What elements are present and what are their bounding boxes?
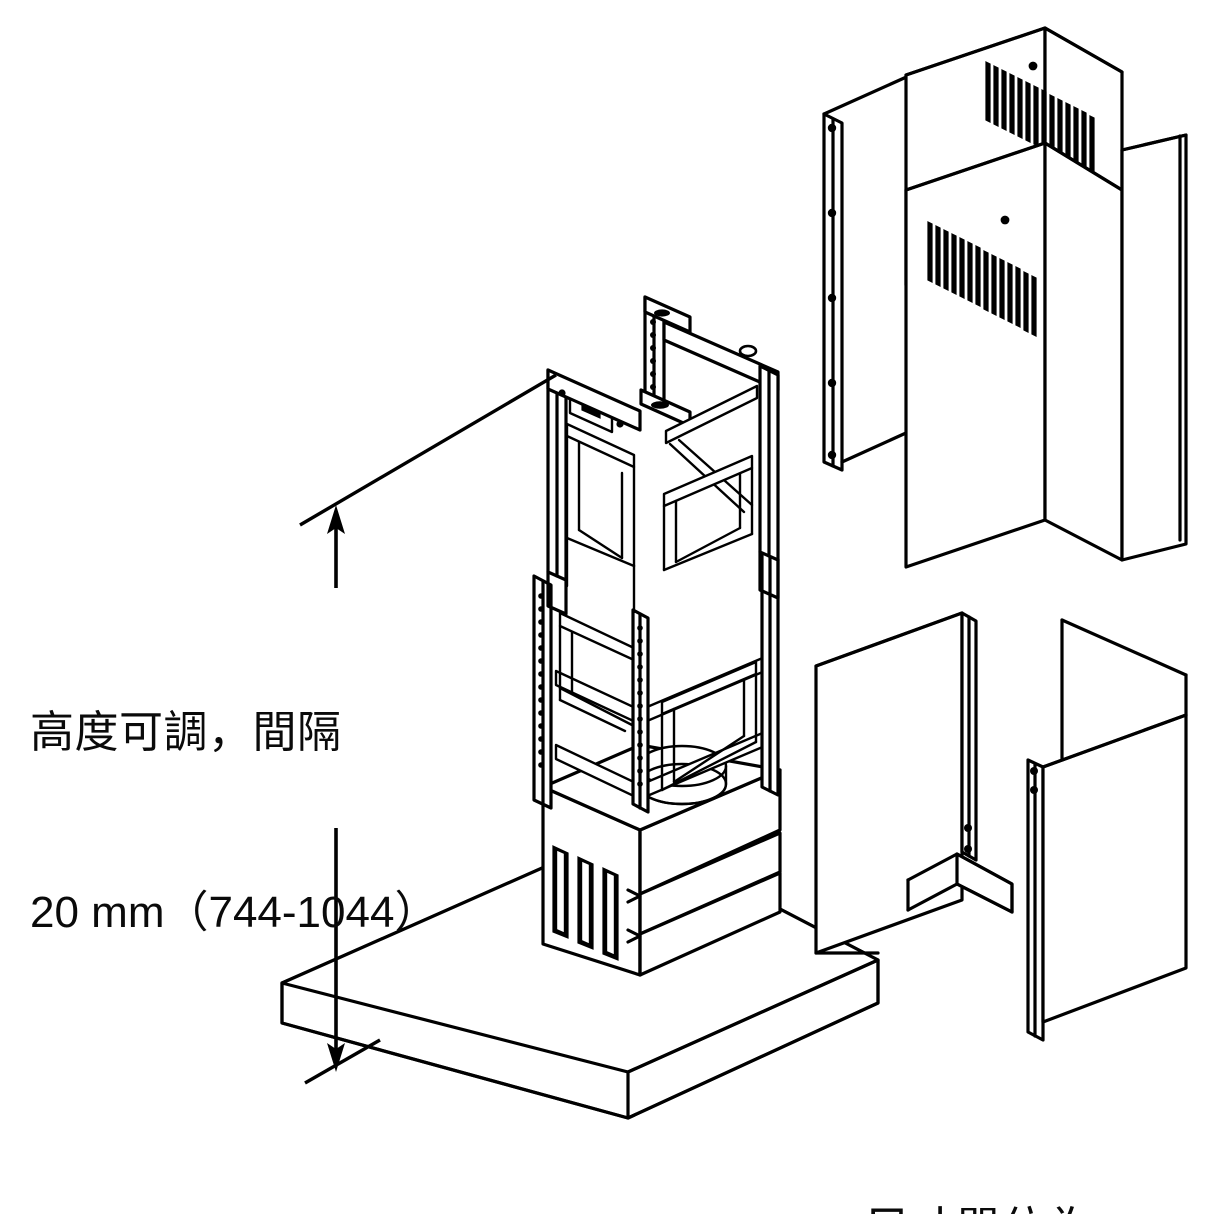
height-adjust-note-line2: 20 mm（744-1044） [30,883,438,943]
lower-chimney-cover [904,141,1124,569]
post-adjust-holes [650,319,656,390]
close-paren: ） [394,887,439,938]
upper-grille [985,61,1095,177]
frame-adjust-holes-left [538,593,544,768]
lower-height-arrow [327,828,345,1072]
units-note: 尺寸單位為mm [812,1145,1170,1214]
height-adjust-note: 高度可調，間隔 20 mm（744-1044） [30,583,438,1063]
open-paren: （ [164,887,209,938]
lower-chimney-cover-rear [1026,618,1188,1042]
lower-grille [927,215,1037,337]
upper-chimney-back-panel [822,68,930,472]
units-note-cjk: 尺寸單位為 [863,1202,1093,1214]
height-dimension-leaders [299,373,557,1085]
telescopic-mounting-frame [532,295,782,977]
height-adjust-note-line1: 高度可調，間隔 [30,707,342,758]
upper-height-arrow [327,505,345,588]
height-adjust-value: 20 mm [30,888,165,937]
height-range: 744-1044 [208,888,395,937]
back-panel-screw-holes [827,123,837,460]
frame-adjust-holes-centre [637,625,643,787]
upper-chimney-rear-open-panel [1120,133,1188,562]
lower-chimney-cover-front [814,611,1014,955]
units-note-latin: mm [1093,1203,1170,1214]
